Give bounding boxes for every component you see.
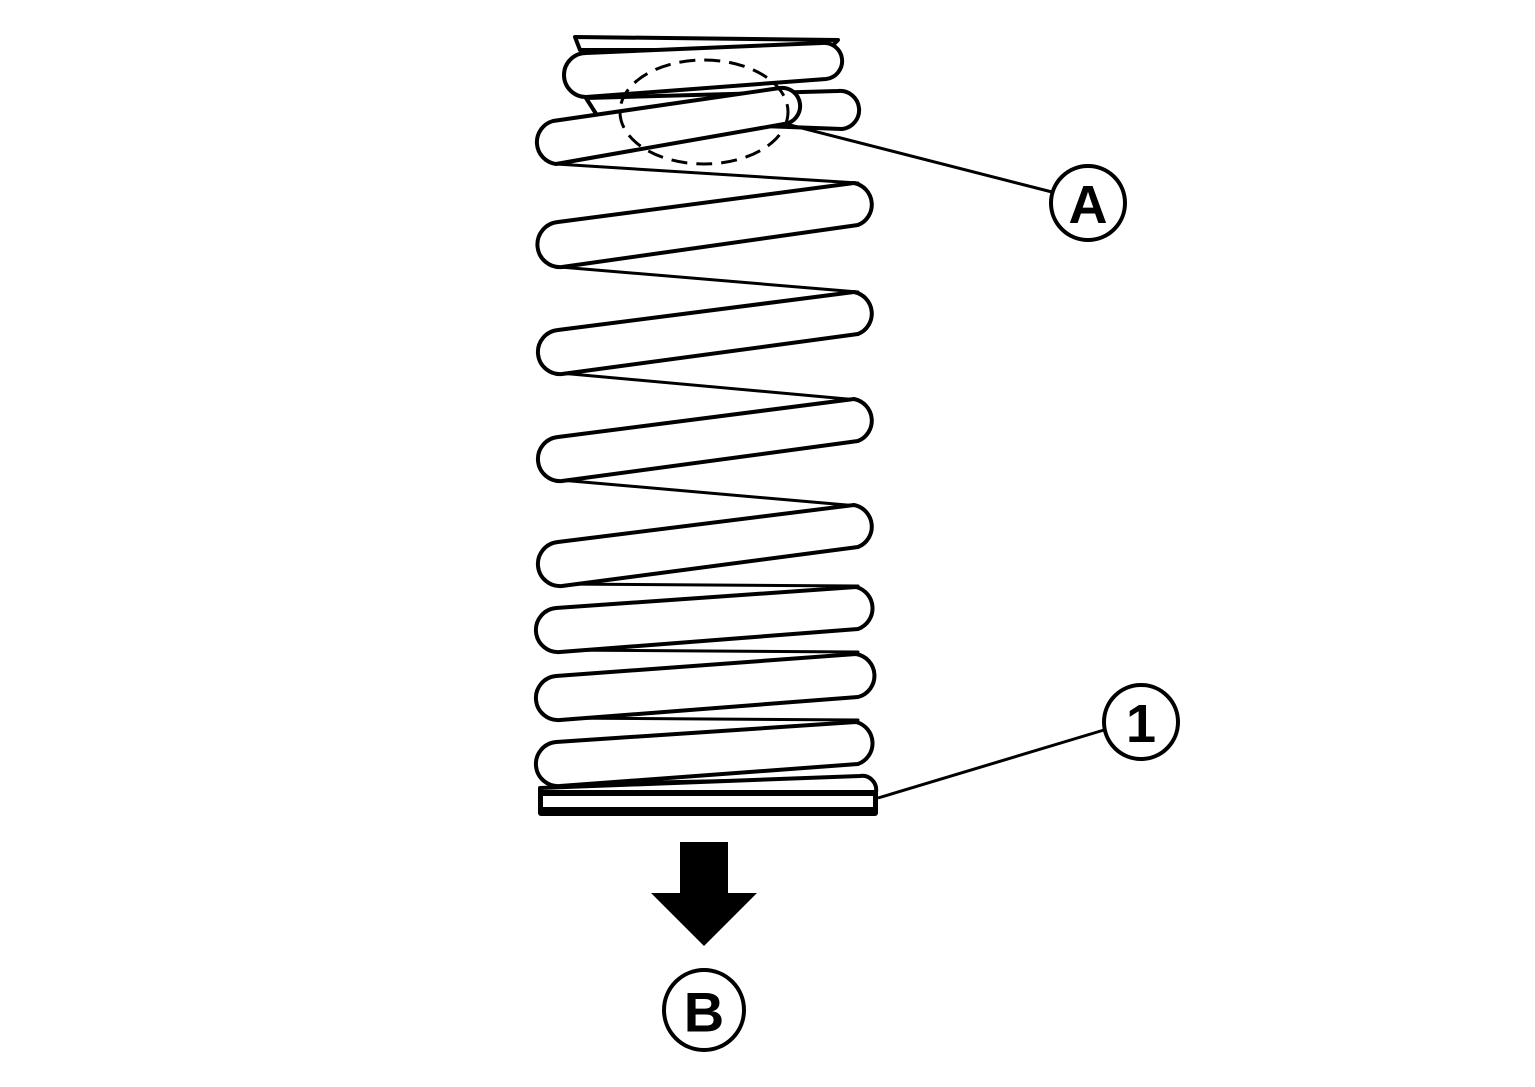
coil-spring (533, 35, 879, 794)
callout-b: B (662, 968, 746, 1052)
callout-b-circle (662, 968, 746, 1052)
leader-line-1 (877, 728, 1105, 800)
callout-a-label: A (1069, 175, 1108, 235)
spring-coil (535, 397, 874, 484)
callout-1-circle (1102, 683, 1180, 761)
back-strand (558, 371, 860, 402)
spring-coil (534, 85, 803, 166)
back-strand (558, 478, 860, 508)
back-strand (558, 265, 860, 294)
spring-coil (562, 40, 845, 99)
spring-coil (535, 503, 874, 589)
back-strand (556, 582, 860, 588)
callout-a: A (1049, 164, 1127, 242)
callout-1: 1 (1102, 683, 1180, 761)
spring-seat-plate-inner (543, 796, 873, 807)
spring-seat (538, 790, 878, 816)
spring-coil (535, 290, 874, 377)
leader-line-a (785, 122, 1053, 194)
back-strand (554, 162, 860, 185)
callout-1-label: 1 (1126, 694, 1156, 754)
down-arrow-icon (651, 842, 757, 946)
spring-coil (535, 181, 874, 270)
spring-coil (533, 652, 877, 723)
spring-coil (533, 585, 875, 655)
callout-a-circle (1049, 164, 1127, 242)
area-a-highlight (618, 58, 790, 166)
callout-b-label: B (684, 981, 724, 1044)
